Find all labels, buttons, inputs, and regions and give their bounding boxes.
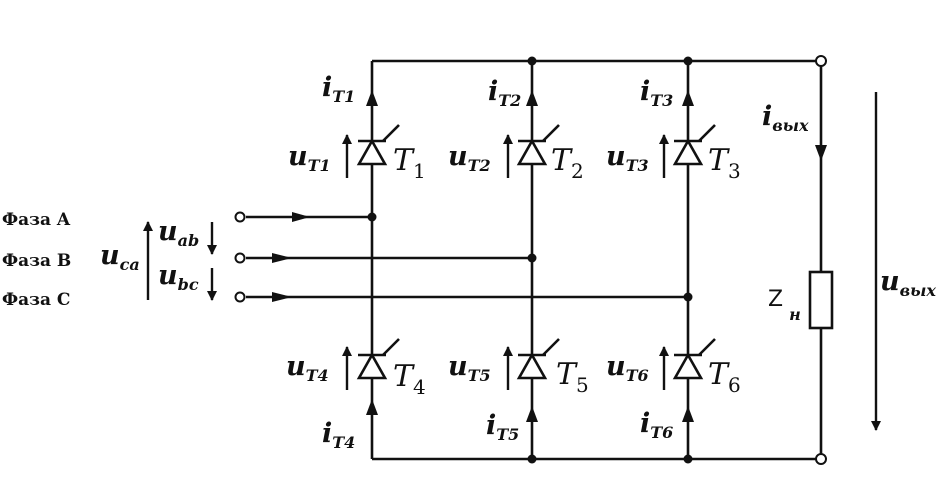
junction-dot bbox=[683, 292, 693, 302]
phase-b-label: Фаза B bbox=[2, 251, 71, 271]
current-label-T2: iT2 bbox=[488, 76, 521, 110]
output-current-arrow bbox=[815, 145, 827, 161]
voltage-ab-label: uab bbox=[158, 216, 199, 250]
phase-c-arrow bbox=[272, 292, 292, 302]
current-label-T3: iT3 bbox=[640, 76, 673, 110]
thyristor-T6 bbox=[672, 338, 716, 380]
thyristor-T3 bbox=[672, 124, 716, 166]
line-voltage-labels: uab uca ubc bbox=[100, 216, 199, 294]
current-arrow-T3 bbox=[682, 90, 694, 106]
voltage-label-T3: uT3 bbox=[606, 141, 649, 175]
phase-input-arrows bbox=[272, 212, 310, 302]
junction-dot bbox=[527, 253, 537, 263]
current-arrow-T1 bbox=[366, 90, 378, 106]
thyristor-voltage-arrows bbox=[143, 92, 881, 431]
phase-c-terminal bbox=[234, 291, 246, 303]
current-label-T1: iT1 bbox=[322, 72, 355, 106]
thyristor-name-T1: T1 bbox=[393, 143, 426, 183]
junction-dot bbox=[683, 454, 693, 464]
thyristor-voltage-labels: uT1 uT2 uT3 uT4 uT5 uT6 bbox=[286, 141, 649, 385]
thyristor-current-labels: iT1 iT2 iT3 iT4 iT5 iT6 bbox=[322, 72, 673, 452]
current-arrow-T2 bbox=[526, 90, 538, 106]
current-arrow-T5 bbox=[526, 406, 538, 422]
leg-current-arrows bbox=[366, 90, 827, 422]
voltage-bc-label: ubc bbox=[158, 260, 199, 294]
phase-b-terminal bbox=[234, 252, 246, 264]
phase-labels: Фаза A Фаза B Фаза C bbox=[2, 210, 71, 310]
current-label-T4: iT4 bbox=[322, 418, 355, 452]
output-terminal-bottom bbox=[815, 453, 827, 465]
junction-dot bbox=[527, 56, 537, 66]
output-voltage-label: uвых bbox=[880, 266, 936, 300]
phase-a-arrow bbox=[292, 212, 310, 222]
input-terminals bbox=[234, 55, 827, 465]
thyristor-name-T5: T5 bbox=[556, 357, 589, 397]
junction-dot bbox=[683, 56, 693, 66]
voltage-label-T5: uT5 bbox=[448, 351, 491, 385]
thyristor-T4 bbox=[356, 338, 400, 380]
output-current-label: iвых bbox=[762, 101, 809, 135]
load-label: Zн bbox=[768, 287, 801, 324]
phase-a-label: Фаза A bbox=[2, 210, 71, 230]
phase-a-terminal bbox=[234, 211, 246, 223]
current-arrow-T6 bbox=[682, 406, 694, 422]
voltage-label-T6: uT6 bbox=[606, 351, 649, 385]
thyristor-names: T1 T2 T3 T4 T5 T6 bbox=[393, 143, 741, 399]
thyristor-T1 bbox=[356, 124, 400, 166]
junction-dots bbox=[367, 56, 693, 464]
output-labels: iвых uвых Zн bbox=[762, 101, 936, 324]
current-label-T5: iT5 bbox=[486, 410, 519, 444]
junction-dot bbox=[527, 454, 537, 464]
thyristor-name-T3: T3 bbox=[708, 143, 741, 183]
thyristor-name-T2: T2 bbox=[551, 143, 584, 183]
phase-c-label: Фаза C bbox=[2, 290, 70, 310]
thyristor-T2 bbox=[516, 124, 560, 166]
thyristor-name-T4: T4 bbox=[393, 359, 426, 399]
voltage-label-T2: uT2 bbox=[448, 141, 491, 175]
thyristor-name-T6: T6 bbox=[708, 357, 741, 397]
current-label-T6: iT6 bbox=[640, 408, 673, 442]
output-terminal-top bbox=[815, 55, 827, 67]
current-arrow-T4 bbox=[366, 399, 378, 415]
phase-b-arrow bbox=[272, 253, 292, 263]
voltage-ca-label: uca bbox=[100, 240, 140, 274]
thyristor-T5 bbox=[516, 338, 560, 380]
load-impedance bbox=[808, 270, 834, 330]
voltage-label-T1: uT1 bbox=[288, 141, 331, 175]
voltage-label-T4: uT4 bbox=[286, 351, 329, 385]
junction-dot bbox=[367, 212, 377, 222]
